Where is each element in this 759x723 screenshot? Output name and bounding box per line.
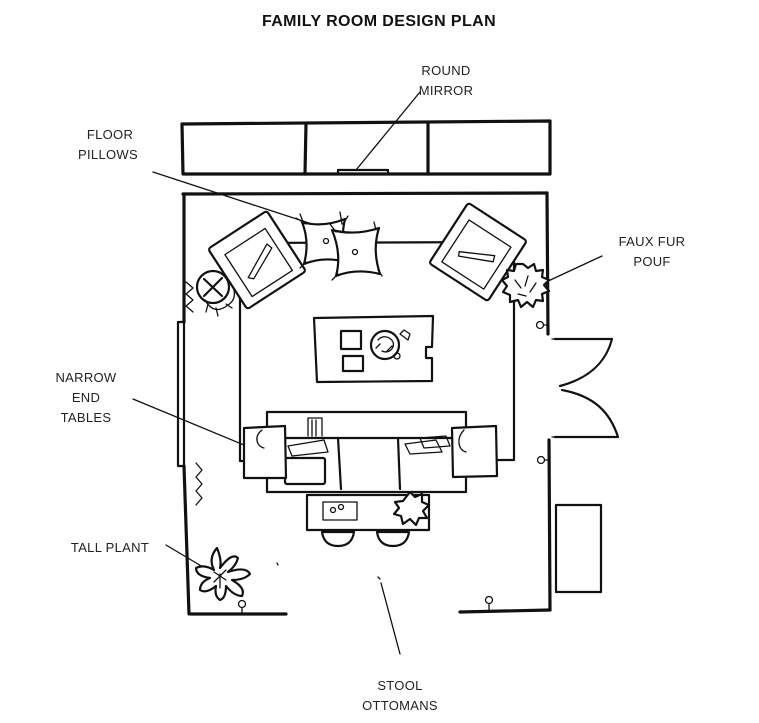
console-plant-icon: [392, 490, 431, 527]
left-pouf-icon: [195, 269, 236, 317]
label-narrow-end-tables-line1: NARROW: [55, 370, 116, 385]
end-table-left: [242, 424, 288, 480]
label-stool-ottomans-line1: STOOL: [377, 678, 422, 693]
label-floor-pillows-line2: PILLOWS: [78, 147, 138, 162]
label-round-mirror-line1: ROUND: [421, 63, 470, 78]
narrow-end-tables: [242, 424, 499, 480]
label-narrow-end-tables: NARROW END TABLES: [55, 370, 116, 425]
book-stack-1: [339, 329, 363, 351]
label-narrow-end-tables-line3: TABLES: [61, 410, 112, 425]
room-walls: [181, 191, 559, 616]
left-wall-lower: [182, 464, 191, 616]
console-tray: [322, 501, 358, 521]
leader-narrow-end-tables: [132, 398, 257, 451]
end-table-right: [450, 424, 499, 479]
floor-pillows: [295, 211, 383, 281]
book-stack-2: [341, 354, 365, 373]
double-doors: [553, 337, 620, 439]
label-tall-plant: TALL PLANT: [71, 540, 149, 555]
sofa: [265, 410, 468, 494]
label-floor-pillows: FLOOR PILLOWS: [78, 127, 138, 162]
label-stool-ottomans-line2: OTTOMANS: [362, 698, 438, 713]
label-faux-fur-pouf-line1: FAUX FUR: [619, 234, 686, 249]
label-round-mirror: ROUND MIRROR: [419, 63, 474, 98]
leader-stool-ottomans: [380, 582, 401, 655]
side-cabinet: [554, 503, 603, 594]
area-rug: [238, 240, 516, 463]
stool-ottoman-left: [320, 530, 356, 548]
sofa-pillow-3: [419, 435, 451, 449]
leader-faux-fur-pouf: [545, 255, 603, 283]
wall-outlets: [237, 320, 551, 615]
page-title: FAMILY ROOM DESIGN PLAN: [262, 13, 496, 30]
sofa-pillow-2: [404, 439, 443, 455]
label-floor-pillows-line1: FLOOR: [87, 127, 133, 142]
stool-ottomans: [320, 530, 411, 548]
leader-floor-pillows: [152, 171, 319, 227]
bowl-icon: [399, 329, 411, 341]
label-narrow-end-tables-line2: END: [72, 390, 100, 405]
sofa-pillow-1: [287, 439, 329, 457]
round-tray-icon: [369, 329, 401, 361]
label-stool-ottomans: STOOL OTTOMANS: [362, 678, 438, 713]
stool-ottoman-right: [375, 530, 411, 548]
label-faux-fur-pouf-line2: POUF: [633, 254, 670, 269]
top-wall: [181, 191, 549, 196]
label-faux-fur-pouf: FAUX FUR POUF: [619, 234, 686, 269]
right-wall-lower: [547, 438, 552, 612]
left-armchair: [208, 210, 306, 310]
left-window: [176, 281, 203, 506]
right-wall-upper: [545, 191, 550, 336]
console-table: [305, 490, 431, 532]
tall-plant-icon: [194, 546, 252, 602]
coffee-table: [312, 314, 435, 384]
round-mirror-icon: [336, 168, 390, 176]
leader-round-mirror: [355, 91, 421, 171]
label-round-mirror-line2: MIRROR: [419, 83, 474, 98]
bottom-wall-right: [458, 608, 552, 614]
built-in-cabinets: [180, 119, 552, 176]
